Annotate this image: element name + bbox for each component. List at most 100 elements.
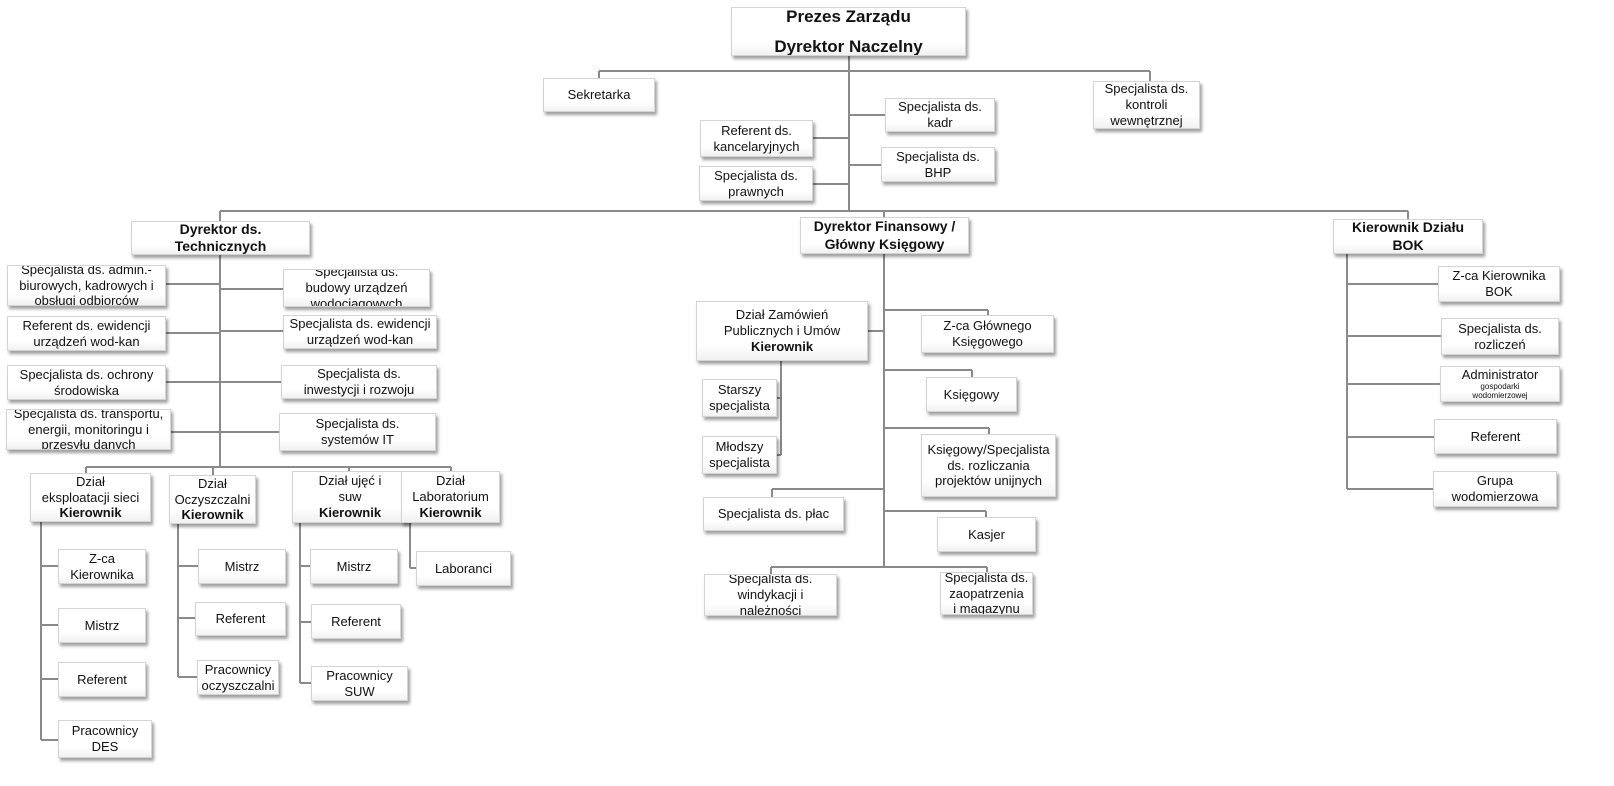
label-line: Starszy — [717, 382, 762, 398]
label-line: Specjalista ds. — [314, 269, 399, 280]
secretary-label: Sekretarka — [567, 87, 631, 103]
label-line: energii, monitoringu i — [28, 421, 149, 437]
label-line: Referent — [1470, 428, 1521, 444]
label-line: Specjalista ds. ochrony — [19, 366, 154, 382]
label-line: Kierownik — [59, 505, 122, 521]
label-line: Z-ca Kierownika — [1452, 268, 1546, 284]
label-line: Kierownik — [318, 504, 382, 520]
label-line: Kierownika — [70, 566, 134, 582]
label-line: Dyrektor ds. — [179, 221, 262, 237]
label-line: Mistrz — [336, 558, 372, 574]
department-staff-box: Mistrz — [58, 608, 146, 643]
label-line: zaopatrzenia — [949, 585, 1024, 601]
label-line: systemów IT — [321, 432, 394, 447]
department-staff-box: Mistrz — [310, 549, 398, 584]
label-line: Dział ujęć i — [318, 473, 382, 489]
label-line: Specjalista ds. — [896, 148, 980, 164]
label-line: Mistrz — [224, 558, 260, 574]
label-line: Pracownicy — [71, 723, 139, 739]
label-line: specjalista — [709, 398, 770, 413]
label-line: BOK — [1485, 284, 1513, 299]
label-line: przesyłu danych — [41, 437, 136, 450]
label-line: Dział Zamówień — [735, 307, 829, 323]
label-line: oczyszczalni — [201, 677, 275, 693]
label-line: Referent — [331, 613, 381, 629]
label-line: Młodszy — [715, 439, 764, 455]
label-line: należności — [739, 602, 802, 616]
label-line: budowy urządzeń — [305, 280, 408, 296]
label-line: prawnych — [728, 183, 784, 199]
label-line: Pracownicy — [326, 667, 393, 683]
label-line: Specjalista ds. — [728, 574, 813, 587]
department-staff-box: Laboranci — [416, 551, 511, 586]
label-line: Specjalista ds. — [315, 416, 400, 432]
label-line: Specjalista ds. — [898, 99, 982, 115]
label-line: Technicznych — [174, 238, 267, 254]
label-line: Administrator — [1461, 367, 1539, 383]
label-line: Specjalista ds. admin.- — [21, 265, 152, 277]
department-staff-box: Referent — [311, 604, 401, 639]
label-line: Kierownik Działu — [1351, 219, 1465, 236]
label-line: Referent ds. — [721, 122, 792, 138]
finance-staff-box: Księgowy — [926, 377, 1017, 412]
label-line: Dział — [76, 473, 105, 489]
payroll-label: Specjalista ds. płac — [717, 506, 830, 522]
label-line: Z-ca Głównego — [943, 318, 1032, 334]
label-line: i magazynu — [953, 601, 1020, 615]
finance-staff-box: Kasjer — [937, 517, 1036, 552]
label-line: eksploatacji sieci — [41, 489, 140, 505]
label-line: Mistrz — [84, 617, 120, 633]
label-line: kontroli — [1125, 97, 1168, 113]
office-clerk-box: Referent ds.kancelaryjnych — [700, 120, 813, 157]
label-line: Oczyszczalni — [174, 491, 251, 507]
label-line: Publicznych i Umów — [723, 323, 841, 339]
label-line: gospodarki — [1480, 382, 1520, 392]
label-line: Kierownik — [419, 504, 482, 520]
label-line: Dział — [198, 475, 227, 491]
label-line: Specjalista ds. transportu, — [13, 409, 164, 421]
label-line: Grupa — [1476, 473, 1514, 489]
label-line: Specjalista ds. — [944, 572, 1029, 585]
label-line: obsługi odbiorców — [34, 293, 139, 306]
label-line: Referent — [77, 671, 127, 687]
label-line: Dyrektor Naczelny — [774, 36, 923, 56]
label-line: urządzeń wod-kan — [33, 333, 140, 349]
label-line: BHP — [924, 164, 952, 180]
label-line: Specjalista ds. — [1104, 81, 1189, 97]
label-line: Specjalista ds. — [714, 167, 798, 183]
bok-staff-box: Referent — [1434, 419, 1557, 454]
label-line: Główny Księgowy — [824, 235, 945, 252]
label-line: Kierownik — [750, 338, 814, 354]
label-line: Księgowy — [943, 386, 1000, 402]
label-line: wodociągowych — [310, 295, 403, 307]
label-line: Specjalista ds. — [317, 366, 401, 382]
label-line: Z-ca — [89, 550, 115, 566]
tech-staff-box: Specjalista ds. admin.-biurowych, kadrow… — [7, 265, 166, 306]
bok-staff-box: Specjalista ds.rozliczeń — [1441, 318, 1559, 355]
label-line: Specjalista ds. — [1458, 320, 1542, 336]
secretary-box: Sekretarka — [543, 78, 655, 112]
department-staff-box: Referent — [58, 662, 146, 697]
label-line: projektów unijnych — [935, 473, 1042, 489]
label-line: ds. rozliczania — [947, 457, 1030, 473]
department-staff-box: Mistrz — [198, 549, 286, 584]
label-line: inwestycji i rozwoju — [303, 382, 415, 397]
label-line: wewnętrznej — [1110, 112, 1183, 128]
